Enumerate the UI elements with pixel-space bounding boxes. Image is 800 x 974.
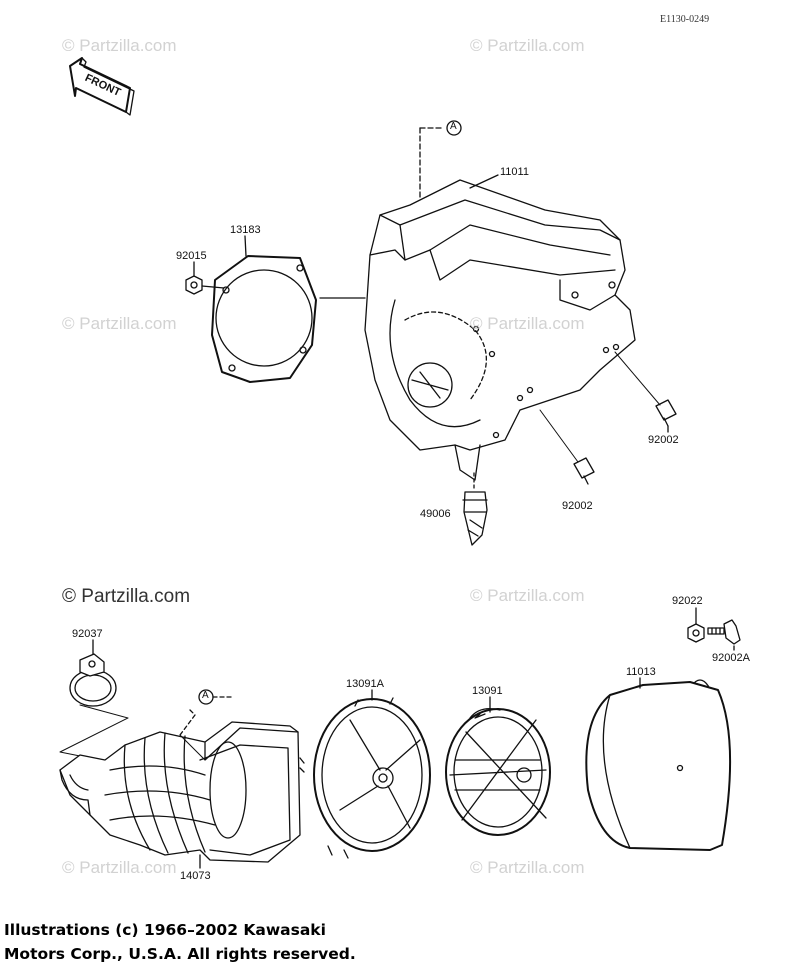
watermark: © Partzilla.com (470, 36, 585, 55)
gasket-13183 (211, 255, 317, 383)
watermark: © Partzilla.com (470, 858, 585, 877)
nut-92015-icon (185, 275, 225, 295)
part-label-11011[interactable]: 11011 (500, 166, 529, 178)
copyright-notice: Illustrations (c) 1966–2002 Kawasaki Mot… (4, 918, 356, 966)
watermark: © Partzilla.com (62, 858, 177, 877)
diagram-code: E1130-0249 (660, 14, 710, 25)
part-label-92002A[interactable]: 92002A (712, 652, 750, 664)
ref-a-lower (179, 689, 233, 736)
filter-cage-13091 (445, 707, 551, 836)
duct-14073 (59, 721, 349, 863)
filter-element-13091A (313, 697, 431, 852)
part-label-92002-right[interactable]: 92002 (648, 434, 679, 446)
watermark: © Partzilla.com (470, 586, 585, 605)
watermark: © Partzilla.com (62, 36, 177, 55)
copyright-line-1: Illustrations (c) 1966–2002 Kawasaki (4, 921, 326, 939)
part-label-92015[interactable]: 92015 (176, 250, 207, 262)
part-label-92037[interactable]: 92037 (72, 628, 103, 640)
clamp-92037-icon (69, 653, 117, 707)
part-label-49006[interactable]: 49006 (420, 508, 451, 520)
leader-13183 (244, 235, 247, 257)
watermark: © Partzilla.com (62, 314, 177, 333)
part-label-92002-center[interactable]: 92002 (562, 500, 593, 512)
part-label-11013[interactable]: 11013 (626, 666, 656, 678)
part-label-13091A[interactable]: 13091A (346, 678, 384, 690)
bolt-92002-right-icon (614, 351, 677, 427)
air-box-11011 (364, 179, 636, 481)
ref-a-label-lower: A (202, 690, 209, 701)
part-label-13091[interactable]: 13091 (472, 685, 503, 697)
filter-cover-11013 (585, 679, 732, 851)
front-arrow-icon (69, 57, 135, 116)
part-label-13183[interactable]: 13183 (230, 224, 261, 236)
nut-92022-icon (687, 623, 705, 643)
part-label-92022[interactable]: 92022 (672, 595, 703, 607)
wing-bolt-92002A-icon (707, 619, 741, 645)
bolt-92002-center-icon (539, 409, 595, 485)
part-label-14073[interactable]: 14073 (180, 870, 211, 882)
ref-a-label-upper: A (450, 121, 457, 132)
copyright-line-2: Motors Corp., U.S.A. All rights reserved… (4, 945, 356, 963)
drain-49006-icon (462, 469, 488, 546)
leader-11011 (469, 174, 499, 189)
watermark-dark: © Partzilla.com (62, 586, 191, 607)
watermark: © Partzilla.com (470, 314, 585, 333)
